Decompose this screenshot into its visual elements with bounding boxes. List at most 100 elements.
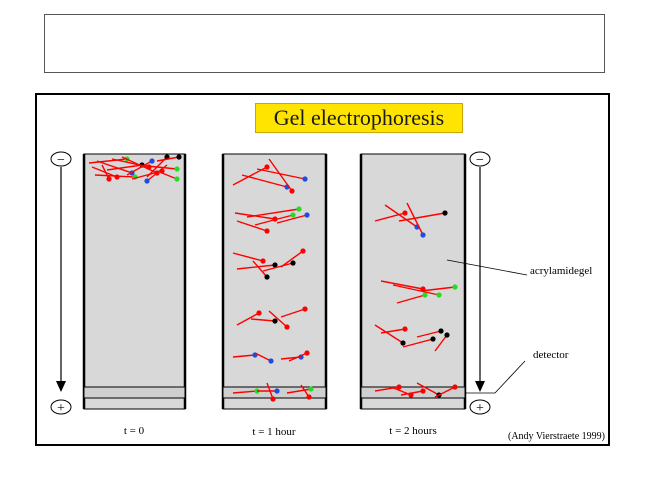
detector-band xyxy=(83,386,186,399)
fragment-end-dot xyxy=(106,176,112,182)
dna-fragment xyxy=(241,174,288,188)
fragment-end-dot xyxy=(272,262,278,268)
dna-fragment xyxy=(106,164,143,171)
fragment-end-dot xyxy=(300,248,306,254)
dna-fragment xyxy=(254,352,272,362)
fragment-end-dot xyxy=(290,212,296,218)
dna-fragment xyxy=(402,338,434,348)
fragment-end-dot xyxy=(302,306,308,312)
gel-lane xyxy=(222,153,327,410)
fragment-end-dot xyxy=(296,206,302,212)
dna-fragment xyxy=(266,382,274,400)
lane-label-t2: t = 2 hours xyxy=(389,425,437,437)
right-arrowhead xyxy=(475,381,485,392)
dna-fragment xyxy=(232,252,264,262)
fragment-end-dot xyxy=(114,174,120,180)
fragment-end-dot xyxy=(264,164,270,170)
fragment-end-dot xyxy=(444,332,450,338)
svg-text:+: + xyxy=(57,401,65,416)
fragment-end-dot xyxy=(402,210,408,216)
dna-fragment xyxy=(406,202,424,236)
fragment-end-dot xyxy=(304,350,310,356)
fragment-end-dot xyxy=(438,328,444,334)
dna-fragment xyxy=(398,212,446,222)
dna-fragment xyxy=(161,172,178,180)
left-arrowhead xyxy=(56,381,66,392)
figure-drawing: − + − + xyxy=(50,151,528,416)
dna-fragment xyxy=(280,308,306,318)
gel-lane xyxy=(83,153,186,410)
detector-label: detector xyxy=(533,349,569,361)
dna-fragment xyxy=(380,280,424,290)
right-electrode-positive: + xyxy=(469,399,491,416)
dna-fragment xyxy=(101,164,110,180)
right-electrode-negative: − xyxy=(469,151,491,168)
dna-fragment xyxy=(250,318,276,322)
lane-label-t0: t = 0 xyxy=(123,425,145,437)
dna-fragment xyxy=(146,164,168,182)
fragment-end-dot xyxy=(430,336,436,342)
fragment-end-dot xyxy=(254,388,260,394)
fragment-end-dot xyxy=(452,284,458,290)
lane-label-t1: t = 1 hour xyxy=(252,426,296,438)
acrylamide-callout-line xyxy=(446,259,528,276)
lane-t1 xyxy=(221,153,328,410)
acrylamide-label: acrylamidegel xyxy=(530,265,593,277)
fragment-end-dot xyxy=(402,326,408,332)
fragment-end-dot xyxy=(268,358,274,364)
fragment-end-dot xyxy=(290,260,296,266)
dna-fragment xyxy=(232,390,258,394)
gel-lane xyxy=(360,153,466,410)
fragment-end-dot xyxy=(272,318,278,324)
dna-fragments-t1 xyxy=(232,158,314,402)
dna-fragment xyxy=(276,214,308,224)
fragment-end-dot xyxy=(144,178,150,184)
dna-fragment xyxy=(256,168,306,180)
dna-fragment xyxy=(246,208,300,218)
fragment-end-dot xyxy=(176,154,182,160)
fragment-end-dot xyxy=(264,274,270,280)
lane-t0 xyxy=(82,153,187,410)
left-electrode-negative: − xyxy=(50,151,72,168)
dna-fragment xyxy=(416,382,440,396)
dna-fragment xyxy=(380,328,406,334)
dna-fragment xyxy=(254,214,294,226)
fragment-end-dot xyxy=(260,258,266,264)
dna-fragment xyxy=(236,312,260,326)
dna-fragment xyxy=(268,310,288,328)
dna-fragment xyxy=(94,174,136,178)
dna-fragment xyxy=(392,284,440,296)
fragment-end-dot xyxy=(306,394,312,400)
fragment-end-dot xyxy=(256,310,262,316)
dna-fragment xyxy=(396,294,426,304)
dna-fragment xyxy=(111,158,150,168)
dna-fragment xyxy=(420,286,456,292)
detector-callout-line xyxy=(465,360,526,394)
dna-fragment xyxy=(288,352,308,362)
fragment-end-dot xyxy=(174,166,180,172)
fragment-end-dot xyxy=(274,388,280,394)
gel-electrophoresis-figure: − + − + Gel electrophoresis acrylamidege… xyxy=(35,93,610,446)
dna-fragment xyxy=(374,212,406,222)
fragment-end-dot xyxy=(442,210,448,216)
fragment-end-dot xyxy=(284,324,290,330)
dna-fragments-t0 xyxy=(88,154,182,184)
dna-fragment xyxy=(232,354,256,358)
fragment-end-dot xyxy=(452,384,458,390)
dna-fragment xyxy=(400,390,424,396)
dna-fragment xyxy=(374,324,404,344)
svg-text:−: − xyxy=(57,153,65,168)
fragment-end-dot xyxy=(420,388,426,394)
fragment-end-dot xyxy=(289,188,295,194)
dna-fragment xyxy=(280,250,304,268)
fragment-end-dot xyxy=(400,340,406,346)
fragment-end-dot xyxy=(422,292,428,298)
fragment-end-dot xyxy=(264,228,270,234)
lane-t2 xyxy=(359,153,467,410)
fragment-end-dot xyxy=(396,384,402,390)
dna-fragment xyxy=(236,220,268,232)
figure-title: Gel electrophoresis xyxy=(255,103,463,133)
dna-fragment xyxy=(236,264,276,270)
left-electrode-positive: + xyxy=(50,399,72,416)
fragment-end-dot xyxy=(302,176,308,182)
